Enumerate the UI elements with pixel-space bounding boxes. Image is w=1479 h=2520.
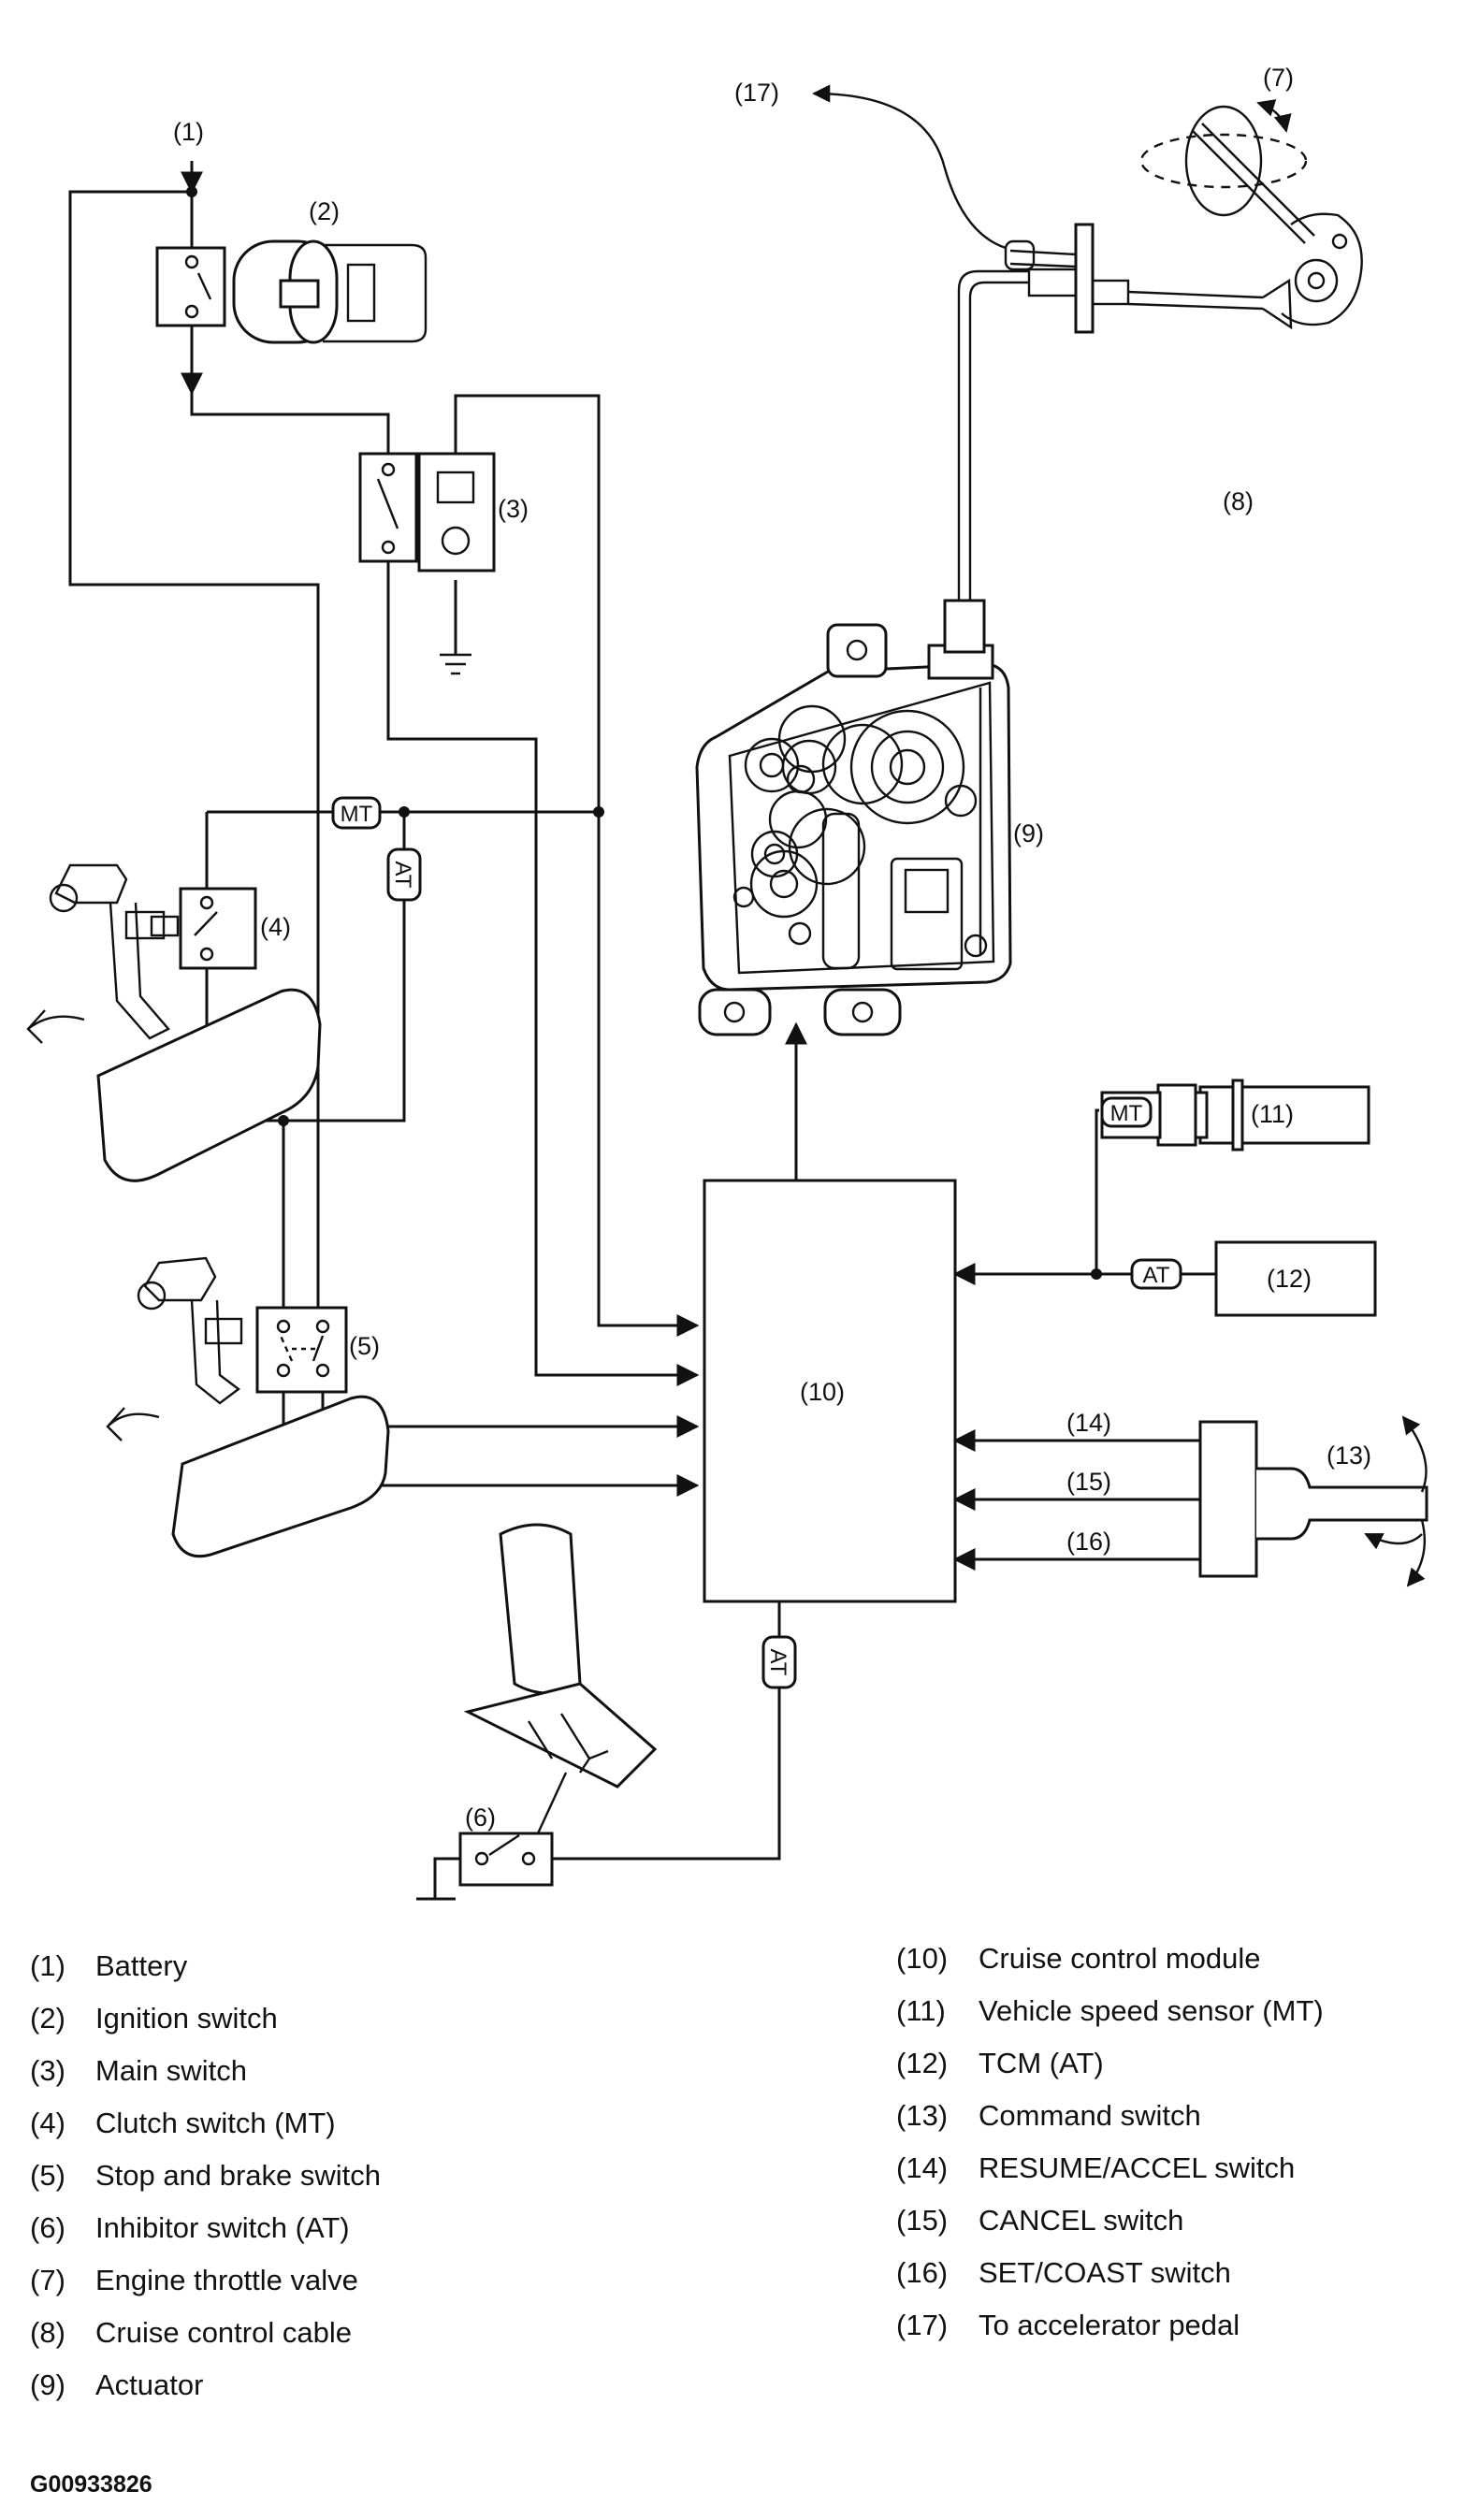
clutch-switch [179, 887, 257, 970]
ignition-to-main-wire [190, 393, 390, 454]
junction-dot [186, 186, 197, 197]
junction-dot [1091, 1268, 1102, 1280]
at-tag-clutch: AT [386, 847, 422, 902]
legend-item: (14)RESUME/ACCEL switch [896, 2151, 1296, 2184]
engine-throttle-valve [1139, 99, 1363, 330]
callout-15: (15) [1066, 1468, 1111, 1496]
callout-2: (2) [309, 197, 340, 225]
at-bypass-wire [283, 812, 406, 1122]
vehicle-speed-sensor [1100, 1079, 1370, 1151]
legend-item: (7)Engine throttle valve [30, 2264, 358, 2296]
main-to-module-wire [386, 561, 700, 1386]
speed-sensor-wire [1095, 1108, 1099, 1274]
legend-item: (16)SET/COAST switch [896, 2256, 1231, 2289]
at-tag-tcm: AT [1130, 1258, 1182, 1290]
actuator [695, 599, 1012, 1036]
legend-item: (15)CANCEL switch [896, 2204, 1184, 2237]
svg-text:AT: AT [390, 862, 415, 889]
legend-item: (1)Battery [30, 1949, 188, 1982]
svg-text:AT: AT [1143, 1263, 1170, 1288]
at-tag-inhibitor: AT [761, 1635, 797, 1689]
junction-dot [593, 806, 604, 818]
callout-8: (8) [1223, 487, 1254, 515]
callout-4: (4) [260, 913, 291, 941]
cruise-control-module [703, 1179, 957, 1603]
callout-11: (11) [1251, 1100, 1294, 1128]
clutch-pedal-illustration [26, 863, 322, 1182]
callout-9: (9) [1013, 819, 1044, 847]
legend-left: (1)Battery (2)Ignition switch (3)Main sw… [30, 1940, 381, 2411]
legend-item: (6)Inhibitor switch (AT) [30, 2211, 350, 2244]
callout-3: (3) [498, 495, 529, 523]
battery-wire-to-stop-switch [68, 190, 320, 1347]
callout-13: (13) [1327, 1441, 1371, 1470]
figure-code: G00933826 [30, 2471, 152, 2498]
legend-item: (17)To accelerator pedal [896, 2309, 1240, 2341]
callout-16: (16) [1066, 1528, 1111, 1556]
inhibitor-switch [458, 1832, 554, 1887]
callout-17: (17) [734, 79, 779, 107]
callout-10: (10) [800, 1378, 845, 1406]
tcm-box [1214, 1240, 1377, 1317]
legend-item: (11)Vehicle speed sensor (MT) [896, 1994, 1324, 2027]
legend-item: (9)Actuator [30, 2368, 204, 2401]
legend-item: (3)Main switch [30, 2054, 247, 2087]
main-switch-lamp-wire [454, 394, 601, 812]
legend-item: (5)Stop and brake switch [30, 2159, 382, 2192]
legend-item: (12)TCM (AT) [896, 2047, 1104, 2079]
svg-text:MT: MT [1110, 1101, 1143, 1126]
command-switch [1198, 1415, 1428, 1587]
power-to-module-wire [597, 812, 700, 1337]
callout-6: (6) [465, 1803, 496, 1832]
legend-right: (10)Cruise control module (11)Vehicle sp… [896, 1933, 1324, 2352]
main-switch [358, 452, 496, 675]
callout-14: (14) [1066, 1409, 1111, 1437]
callout-12: (12) [1267, 1265, 1312, 1293]
legend-item: (8)Cruise control cable [30, 2316, 352, 2349]
shift-lever-illustration [463, 1523, 658, 1834]
inhibitor-ground-wire [433, 1857, 460, 1899]
svg-text:AT: AT [765, 1649, 790, 1676]
cruise-control-wiring-diagram: MT AT MT AT AT (1) (2) (3) (4) (5) (6) (… [26, 64, 1428, 1901]
legend-item: (2)Ignition switch [30, 2002, 278, 2035]
mt-tag-clutch: MT [331, 796, 382, 830]
callout-5: (5) [349, 1332, 380, 1360]
legend-item: (4)Clutch switch (MT) [30, 2107, 336, 2139]
mt-tag-sensor: MT [1100, 1096, 1153, 1128]
svg-text:MT: MT [341, 802, 373, 827]
callout-1: (1) [173, 118, 204, 146]
brake-pedal-illustration [106, 1256, 390, 1558]
stop-brake-switch [255, 1306, 348, 1394]
cruise-control-cable [812, 84, 1264, 601]
ignition-switch [155, 239, 428, 344]
callout-labels: (1) (2) (3) (4) (5) (6) (7) (8) (9) (10)… [173, 64, 1371, 1832]
legend-item: (13)Command switch [896, 2099, 1201, 2132]
legend-item: (10)Cruise control module [896, 1942, 1261, 1975]
callout-7: (7) [1263, 64, 1294, 92]
